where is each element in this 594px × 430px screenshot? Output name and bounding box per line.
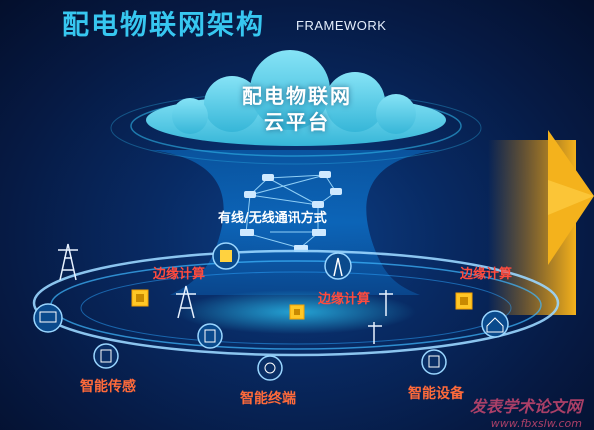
chip-icon: [289, 304, 305, 320]
solar-panel-icon: [33, 303, 63, 333]
device-icon: [421, 349, 447, 375]
chip-icon: [455, 292, 473, 310]
chip-icon: [131, 289, 149, 307]
sensor-icon: [197, 323, 223, 349]
router-icon: [319, 171, 331, 178]
switch-icon: [240, 229, 254, 236]
watermark-url: www.fbxslw.com: [490, 417, 582, 430]
signal-tower-icon: [324, 252, 352, 280]
page-title: 配电物联网架构: [62, 10, 265, 41]
smart-terminal-label: 智能终端: [240, 391, 296, 407]
power-pole-icon: [368, 322, 382, 344]
watermark-text: 发表学术论文网: [469, 397, 582, 416]
router-icon: [244, 191, 256, 198]
arrow-right-icon: [488, 130, 594, 315]
cloud-platform-label-line1: 配电物联网: [242, 84, 352, 108]
communication-label: 有线/无线通讯方式: [218, 211, 327, 226]
meter-icon: [93, 343, 119, 369]
terminal-icon: [257, 355, 283, 381]
house-icon: [481, 310, 509, 338]
router-icon: [312, 201, 324, 208]
chip-icon: [212, 242, 240, 270]
transmission-tower-icon: [58, 243, 78, 281]
edge-computing-label: 边缘计算: [153, 267, 206, 282]
switch-icon: [312, 229, 326, 236]
watermark: 发表学术论文网 www.fbxslw.com: [470, 393, 582, 430]
cloud-platform-label-line2: 云平台: [264, 110, 330, 134]
router-icon: [330, 188, 342, 195]
edge-computing-label: 边缘计算: [318, 292, 371, 307]
smart-sensing-label: 智能传感: [80, 379, 136, 395]
power-pole-icon: [379, 290, 393, 316]
transmission-tower-icon: [176, 285, 196, 319]
router-icon: [262, 174, 274, 181]
smart-device-label: 智能设备: [408, 386, 464, 402]
page-subtitle: FRAMEWORK: [296, 18, 387, 33]
edge-computing-label: 边缘计算: [460, 267, 513, 282]
cloud-platform-icon: [146, 50, 446, 146]
outer-ring: [32, 249, 560, 357]
